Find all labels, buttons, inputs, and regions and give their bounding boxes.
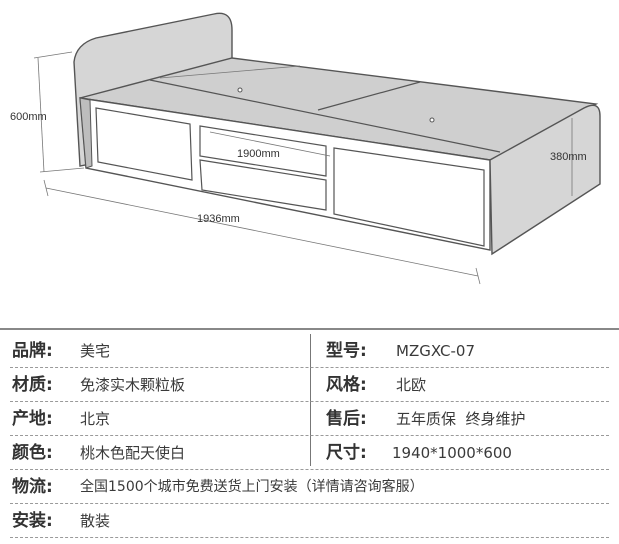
origin-label: 产地: <box>12 409 53 429</box>
bed-side-panel <box>79 97 93 169</box>
material-value: 免漆实木颗粒板 <box>80 376 186 394</box>
size-value: 1940*1000*600 <box>392 444 512 462</box>
model-value: MZGXC-07 <box>396 342 475 360</box>
bed-dimension-drawing: 600mm 1900mm 1936mm 380mm <box>10 12 601 285</box>
color-value: 桃木色配天使白 <box>80 444 186 462</box>
logistics-label: 物流: <box>12 477 53 497</box>
footboard <box>489 104 601 256</box>
size-label: 尺寸: <box>326 443 367 463</box>
material-label: 材质: <box>12 375 53 395</box>
color-label: 颜色: <box>12 443 53 463</box>
column-divider <box>310 334 311 466</box>
install-value: 散装 <box>80 512 111 530</box>
logistics-value: 全国1500个城市免费送货上门安装（详情请咨询客服） <box>80 479 424 495</box>
style-value: 北欧 <box>396 376 427 394</box>
spec-row: 产地: 北京 售后: 五年质保 终身维护 <box>0 402 619 436</box>
after-sales-value: 五年质保 终身维护 <box>396 410 526 428</box>
inner-length-dimension: 1900mm <box>237 148 280 160</box>
spec-table: 品牌: 美宅 型号: MZGXC-07 材质: 免漆实木颗粒板 风格: 北欧 产… <box>0 334 619 544</box>
spec-row: 材质: 免漆实木颗粒板 风格: 北欧 <box>0 368 619 402</box>
footboard-height-dimension: 380mm <box>550 151 587 163</box>
table-top-border <box>0 328 619 330</box>
brand-label: 品牌: <box>12 341 53 361</box>
brand-value: 美宅 <box>80 342 111 360</box>
spec-row: 安装: 散装 <box>0 504 619 538</box>
after-sales-label: 售后: <box>326 409 367 429</box>
origin-value: 北京 <box>80 410 111 428</box>
spec-row: 品牌: 美宅 型号: MZGXC-07 <box>0 334 619 368</box>
model-label: 型号: <box>326 341 367 361</box>
total-length-dimension: 1936mm <box>197 213 240 225</box>
spec-row: 颜色: 桃木色配天使白 尺寸: 1940*1000*600 <box>0 436 619 470</box>
height-dimension: 600mm <box>10 111 47 123</box>
style-label: 风格: <box>326 375 367 395</box>
headboard <box>73 12 233 167</box>
spec-row: 物流: 全国1500个城市免费送货上门安装（详情请咨询客服） <box>0 470 619 504</box>
install-label: 安装: <box>12 511 53 531</box>
